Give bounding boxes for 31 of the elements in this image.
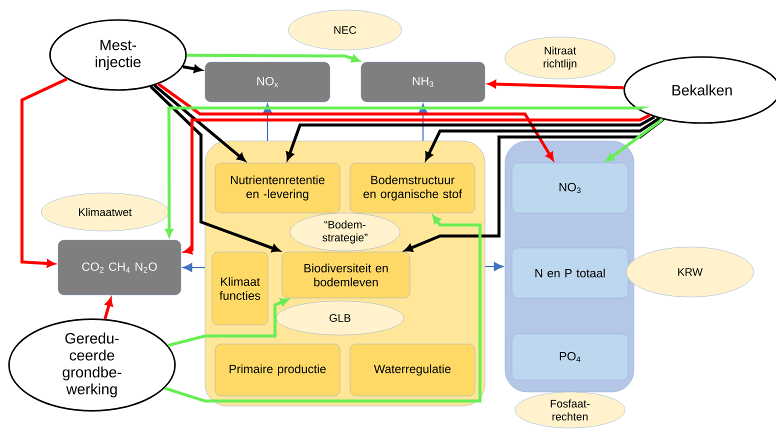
arrow (488, 80, 624, 90)
pollutant-box: NO$_{x}$ (204, 62, 330, 102)
arrow (186, 54, 360, 62)
arrow (606, 118, 664, 162)
arrow (182, 263, 205, 272)
arrow (150, 85, 280, 252)
function-box: Nutrientenretentie en -levering (214, 162, 340, 214)
arrow (286, 116, 656, 160)
arrow (182, 65, 202, 73)
function-box: Biodiversiteit en bodemleven (282, 252, 410, 298)
arrow (153, 84, 246, 162)
arrow (263, 104, 272, 141)
arrow (168, 298, 289, 347)
arrow (425, 117, 660, 160)
arrow (157, 82, 554, 161)
function-box: Waterregulatie (350, 344, 476, 396)
arrow (104, 298, 113, 320)
arrow (20, 78, 68, 268)
arrow (404, 118, 664, 252)
function-box: Bodemstructuur en organische stof (350, 162, 476, 214)
water-box: PO$_{4}$ (512, 334, 628, 380)
arrow (184, 114, 650, 254)
pollutant-box: NH$_{3}$ (360, 62, 486, 102)
arrow (418, 104, 428, 141)
function-box: Klimaat functies (212, 252, 268, 326)
water-box: N en P totaal (512, 248, 628, 298)
function-box: Primaire productie (214, 344, 340, 396)
arrow (485, 262, 504, 271)
water-box: NO$_{3}$ (512, 162, 628, 214)
arrow (164, 215, 482, 402)
pollutant-box: CO$_{2}$ CH$_{4}$ N$_{2}$O (58, 240, 182, 296)
